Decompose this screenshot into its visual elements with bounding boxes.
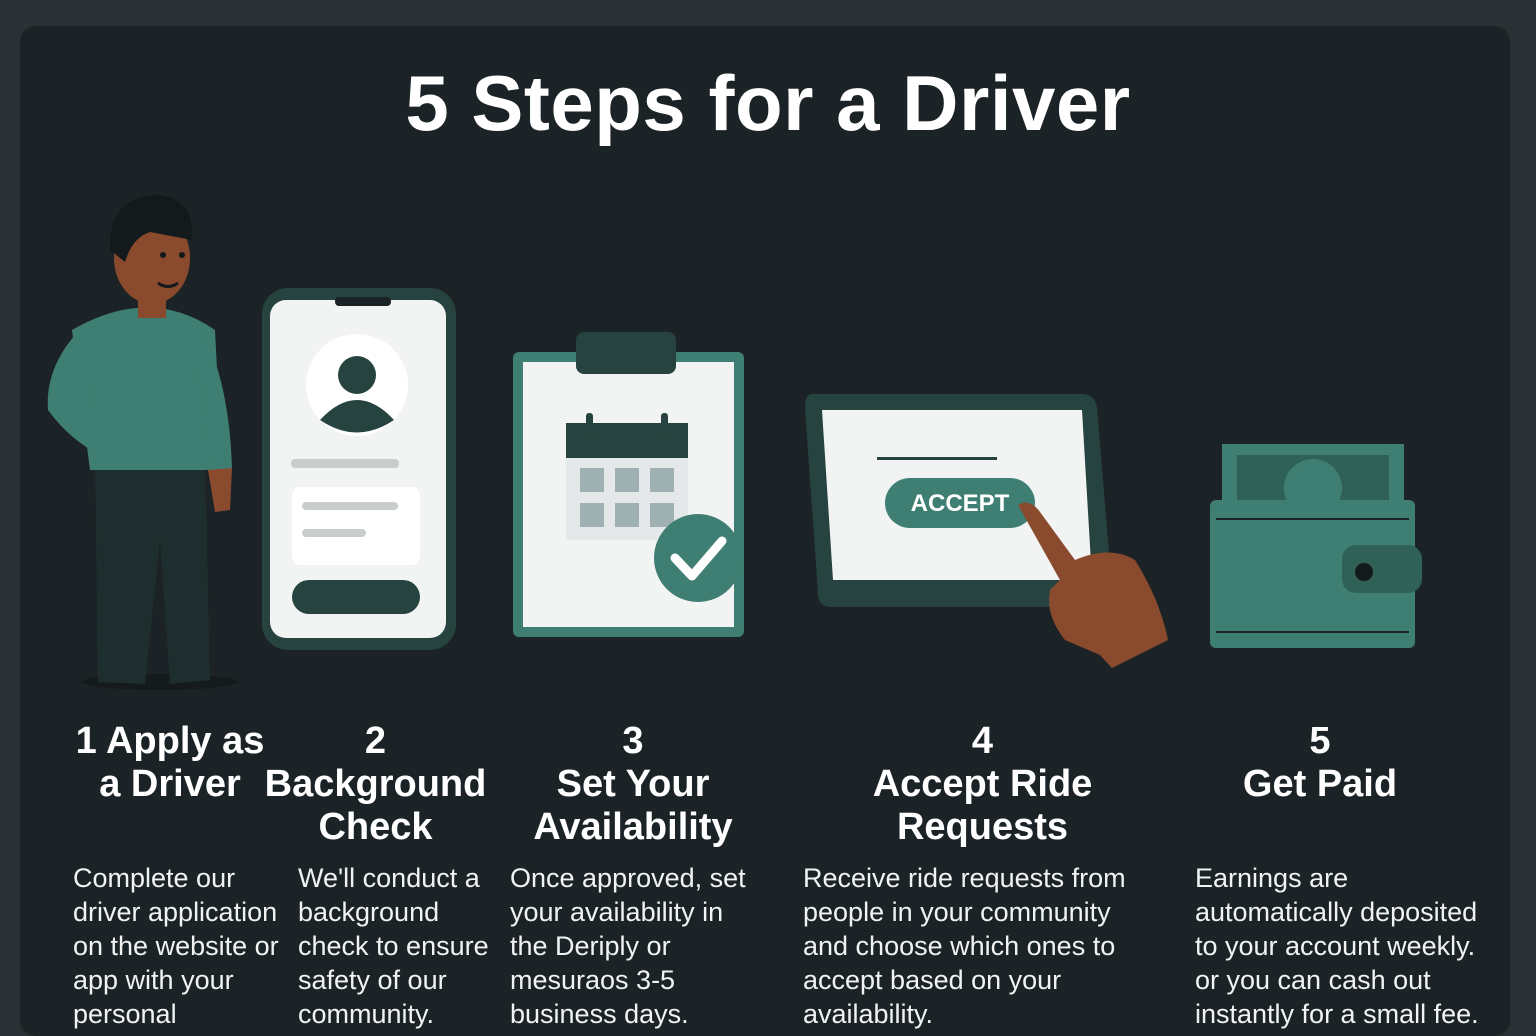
step-1-number: 1	[75, 720, 97, 762]
step-1-description: Complete our driver application on the w…	[73, 863, 279, 1029]
calendar-clipboard-icon	[513, 332, 744, 637]
step-2-title: Background Check	[264, 763, 487, 848]
step-4-number: 4	[971, 720, 994, 762]
step-4-description: Receive ride requests from people in you…	[803, 863, 1126, 1029]
step-5-number: 5	[1309, 720, 1331, 762]
step-2-number: 2	[364, 720, 387, 762]
step-2-description: We'll conduct a background check to ensu…	[298, 863, 489, 1029]
step-5-title: Get Paid	[1242, 763, 1398, 805]
tablet-accept-icon	[805, 394, 1168, 668]
step-3-description: Once approved, set your availability in …	[510, 863, 746, 1029]
step-3-title: Set Your Availability	[533, 763, 733, 848]
step-5-description: Earnings are automatically deposited to …	[1195, 863, 1479, 1029]
step-4-title: Accept Ride Requests	[872, 763, 1093, 848]
step-3-number: 3	[622, 720, 644, 762]
page-title: 5 Steps for a Driver	[405, 59, 1131, 147]
step-1-title: Apply as a Driver	[99, 720, 265, 805]
phone-profile-icon	[262, 288, 456, 650]
step-3-heading: 3 Set Your Availability	[503, 720, 763, 849]
step-4-heading: 4 Accept Ride Requests	[785, 720, 1180, 849]
step-1-heading: 1 Apply as a Driver	[70, 720, 270, 806]
accept-button-label: ACCEPT	[910, 490, 1010, 517]
step-2-heading: 2 Background Check	[258, 720, 493, 849]
wallet-icon	[1210, 444, 1422, 648]
person-icon	[47, 195, 238, 690]
step-5-heading: 5 Get Paid	[1210, 720, 1430, 806]
